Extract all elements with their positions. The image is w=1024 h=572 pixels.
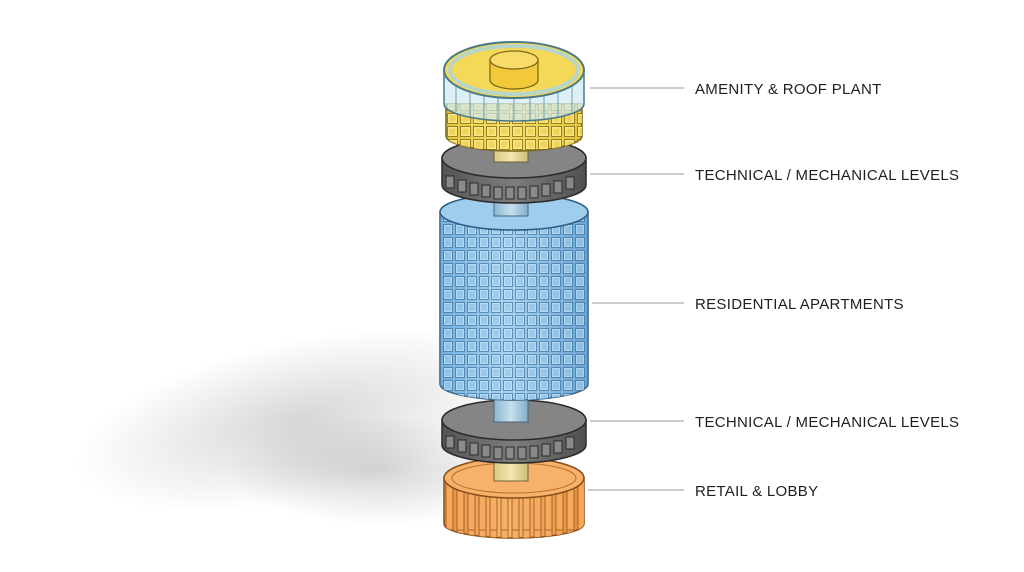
amenity-roof-volume xyxy=(443,41,585,152)
label-mechanical-lower: TECHNICAL / MECHANICAL LEVELS xyxy=(695,414,959,431)
label-amenity-roof: AMENITY & ROOF PLANT xyxy=(695,81,882,98)
residential-volume xyxy=(439,193,589,401)
retail-lobby-volume xyxy=(443,457,585,539)
label-residential: RESIDENTIAL APARTMENTS xyxy=(695,296,904,313)
label-retail-lobby: RETAIL & LOBBY xyxy=(695,483,818,500)
label-mechanical-upper: TECHNICAL / MECHANICAL LEVELS xyxy=(695,167,959,184)
